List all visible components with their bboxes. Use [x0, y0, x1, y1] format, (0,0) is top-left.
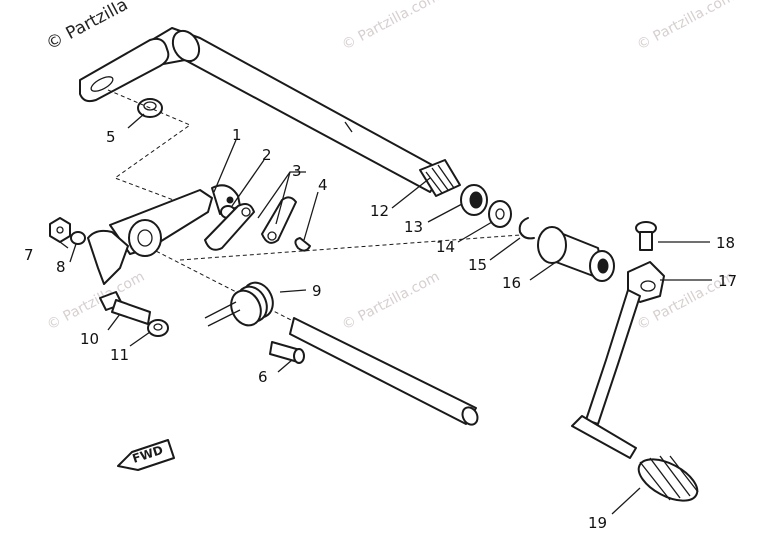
callout-5: 5: [106, 128, 116, 146]
part-14-washer: [488, 200, 512, 228]
callout-17: 17: [718, 272, 737, 290]
part-17-pedal-arm: [571, 261, 665, 459]
callout-18: 18: [716, 234, 735, 252]
callout-10: 10: [80, 330, 99, 348]
callout-12: 12: [370, 202, 389, 220]
watermark: © Partzilla.com: [339, 269, 442, 334]
callout-9: 9: [312, 282, 322, 300]
part-13-oil-seal: [460, 184, 488, 216]
lower-shaft: [289, 317, 479, 426]
callout-7: 7: [24, 246, 34, 264]
part-10-bolt: [99, 291, 151, 325]
callout-19: 19: [588, 514, 607, 532]
watermark: © Partzilla.com: [44, 269, 147, 334]
callout-8: 8: [56, 258, 66, 276]
callout-6: 6: [258, 368, 268, 386]
part-1-shift-arm: [87, 184, 241, 285]
part-3-pawls: [204, 196, 297, 251]
watermark: © Partzilla.com: [339, 0, 442, 54]
part-7-nut: [49, 217, 71, 243]
fwd-indicator: FWD: [117, 439, 175, 471]
leader-lines: [59, 113, 712, 515]
part-15-circlip: [518, 217, 535, 240]
part-19-pedal-rubber: [637, 455, 699, 502]
part-9-spring: [204, 281, 274, 327]
callout-2: 2: [262, 146, 272, 164]
part-6-pin: [269, 341, 305, 364]
callout-15: 15: [468, 256, 487, 274]
callout-3: 3: [292, 162, 302, 180]
part-18-bolt: [635, 221, 657, 251]
callout-14: 14: [436, 238, 455, 256]
watermark-primary: © Partzilla: [43, 0, 131, 54]
callout-16: 16: [502, 274, 521, 292]
shift-shaft: [79, 27, 461, 197]
callout-4: 4: [318, 176, 328, 194]
callout-13: 13: [404, 218, 423, 236]
part-8-washer: [70, 231, 86, 245]
part-4-clip: [294, 237, 311, 252]
callout-1: 1: [232, 126, 242, 144]
callout-11: 11: [110, 346, 129, 364]
part-16-collar: [537, 226, 615, 282]
callout-labels: 1 2 3 4 5 6 7 8 9 10 11 12 13 14 15 16 1…: [24, 126, 737, 532]
part-11-nut: [147, 319, 169, 337]
watermark: © Partzilla.com: [634, 0, 737, 54]
